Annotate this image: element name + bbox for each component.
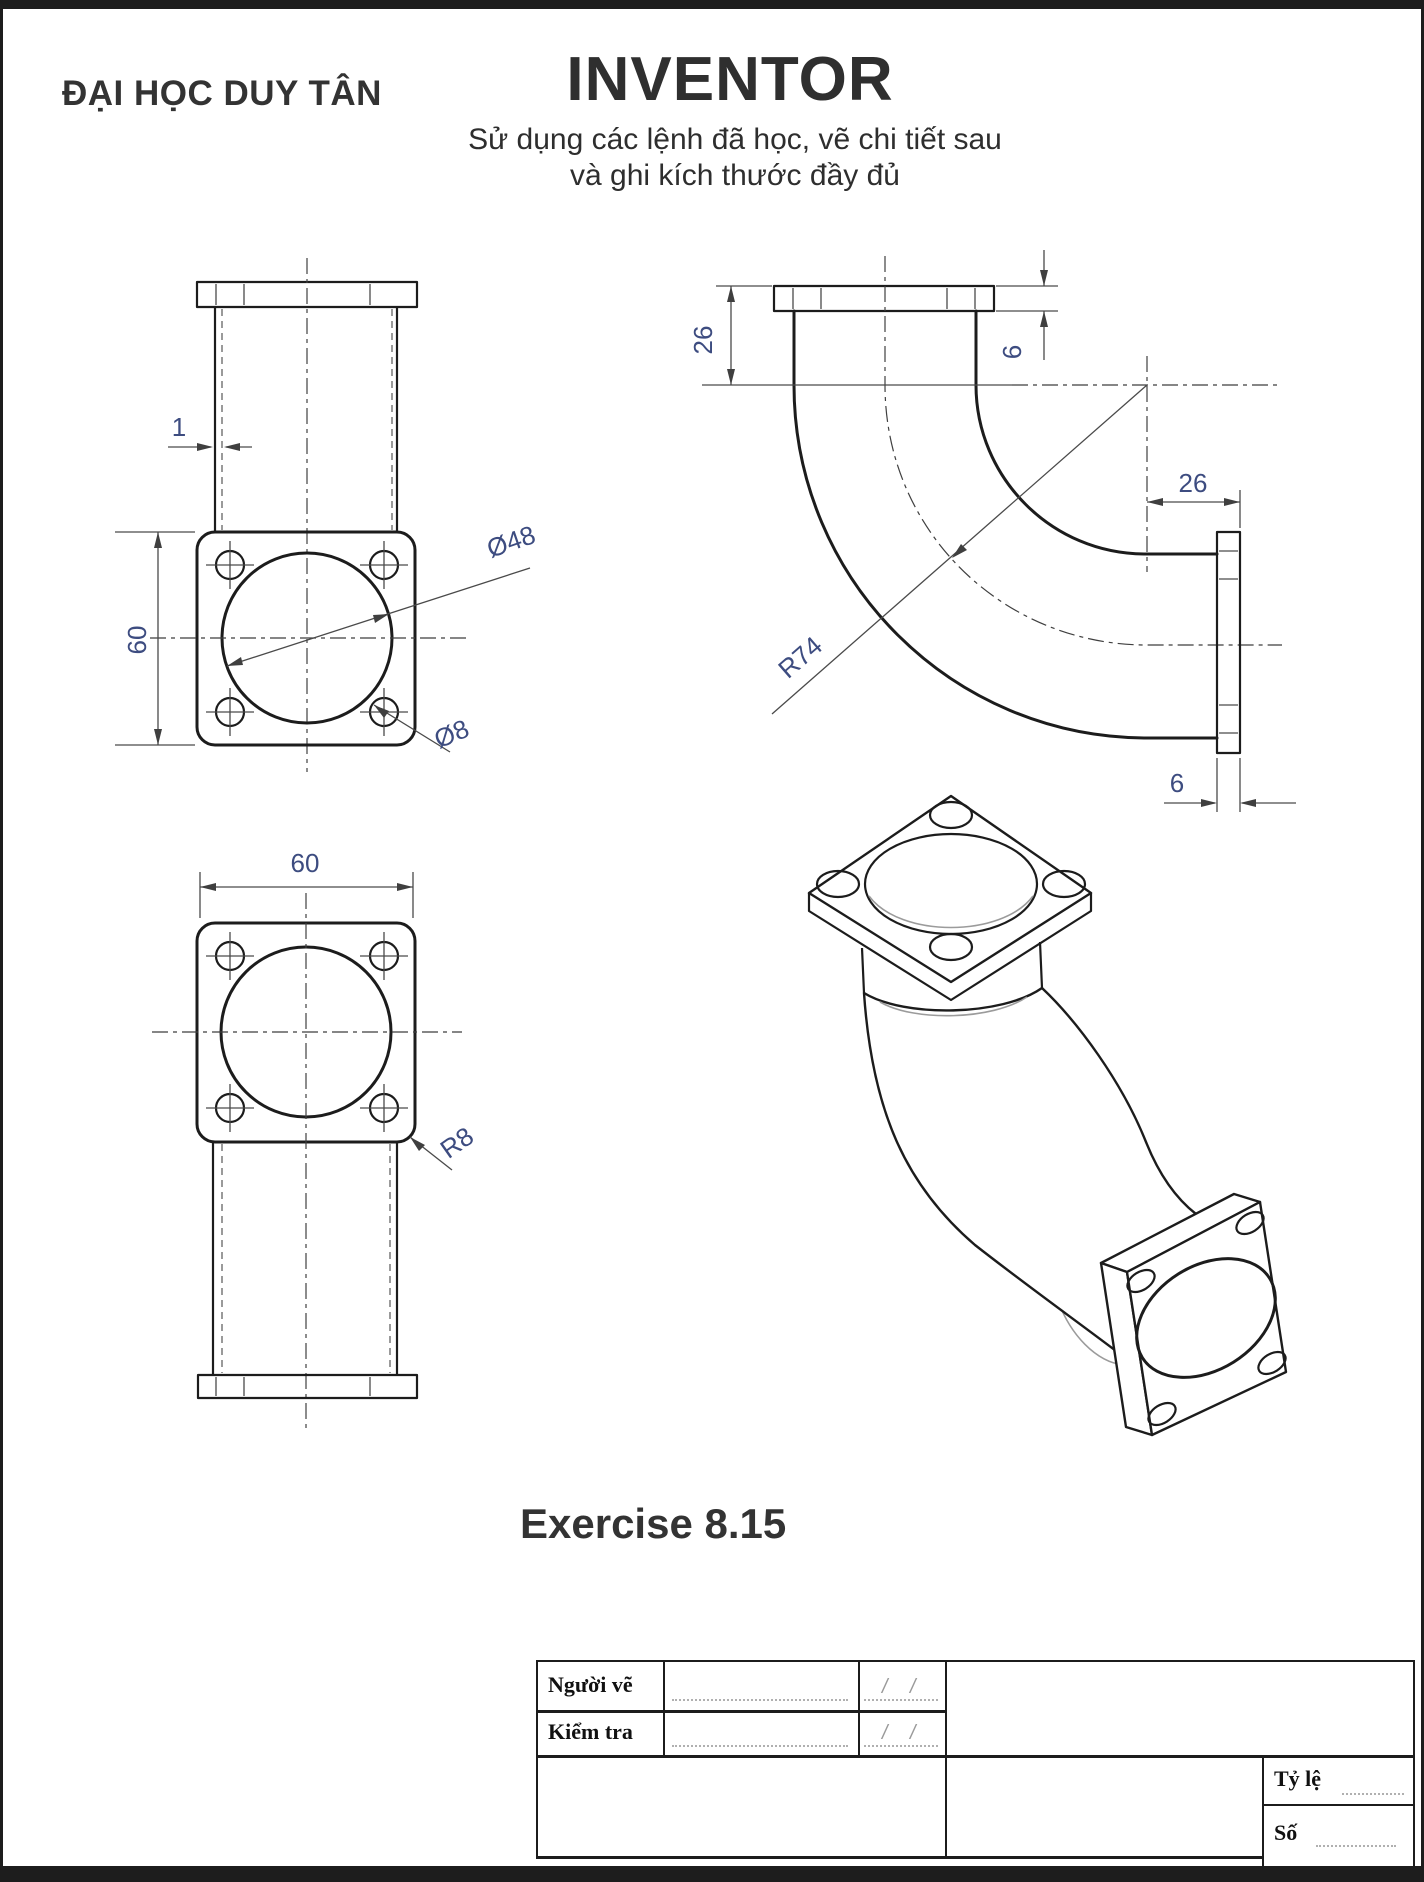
iso-outlet-flange bbox=[1099, 1192, 1288, 1437]
side-outer-arc bbox=[792, 309, 1219, 740]
tb-drawer-date-dotted bbox=[864, 1698, 938, 1701]
plan-dim-size: 60 bbox=[199, 848, 414, 918]
plan-bolt-holes bbox=[206, 932, 408, 1132]
front-dim-bore-text: Ø48 bbox=[483, 519, 539, 563]
front-view: 1 60 Ø48 Ø8 bbox=[115, 258, 539, 772]
iso-inlet-flange bbox=[807, 794, 1093, 1002]
side-right-flange bbox=[1215, 530, 1242, 755]
frame-left-line bbox=[0, 0, 3, 1882]
frame-bottom-bar bbox=[0, 1866, 1424, 1882]
front-dim-size-text: 60 bbox=[122, 626, 152, 655]
side-dim-outlet-flange: 6 bbox=[1164, 758, 1296, 812]
tb-checker-label: Kiểm tra bbox=[548, 1719, 633, 1744]
tb-checker-dotted-line bbox=[672, 1744, 848, 1747]
tb-drawer-dotted-line bbox=[672, 1698, 848, 1701]
side-dim-outlet-flange-text: 6 bbox=[1170, 768, 1184, 798]
frame-right-line bbox=[1421, 0, 1424, 1882]
plan-bottom-flange-ticks bbox=[215, 1377, 371, 1396]
side-dim-outlet: 26 bbox=[1147, 468, 1241, 528]
plan-pipe-bore-hidden bbox=[221, 1144, 391, 1373]
tb-scale-label: Tỷ lệ bbox=[1274, 1766, 1322, 1791]
plan-dim-fillet-text: R8 bbox=[435, 1121, 479, 1165]
side-dim-flange-text: 6 bbox=[997, 345, 1027, 359]
tb-line bbox=[536, 1755, 1415, 1758]
tb-date-slash: / bbox=[882, 1676, 888, 1698]
front-pipe-bore-hidden bbox=[221, 309, 393, 530]
instruction-text: Sử dụng các lệnh đã học, vẽ chi tiết sau… bbox=[310, 122, 1160, 194]
front-dim-size: 60 bbox=[115, 531, 195, 746]
organization-title: ĐẠI HỌC DUY TÂN bbox=[62, 74, 382, 113]
plan-dim-size-text: 60 bbox=[291, 848, 320, 878]
side-dim-flange: 6 bbox=[996, 250, 1058, 360]
side-dim-inlet: 26 bbox=[688, 285, 772, 385]
tb-line bbox=[1262, 1804, 1415, 1806]
tb-date-slash: / bbox=[882, 1722, 888, 1744]
plan-pipe-walls bbox=[211, 1142, 399, 1375]
tb-drawer-label: Người vẽ bbox=[548, 1672, 633, 1697]
iso-neck-sides bbox=[860, 941, 1044, 994]
side-inner-arc bbox=[974, 309, 1219, 556]
front-pipe-walls bbox=[213, 307, 399, 532]
side-view: 26 6 R74 26 bbox=[688, 250, 1296, 812]
side-center-arc bbox=[884, 256, 1282, 646]
side-dim-radius-text: R74 bbox=[772, 630, 828, 684]
tb-date-slash: / bbox=[910, 1676, 916, 1698]
side-top-flange bbox=[772, 284, 996, 313]
instruction-line2: và ghi kích thước đầy đủ bbox=[570, 159, 900, 192]
tb-scale-dotted bbox=[1342, 1792, 1404, 1795]
tb-line bbox=[858, 1660, 860, 1757]
side-right-flange-ticks bbox=[1219, 550, 1238, 734]
tb-line bbox=[1262, 1755, 1264, 1868]
tb-line bbox=[536, 1660, 538, 1858]
page-title: INVENTOR bbox=[566, 45, 894, 114]
side-dim-radius: R74 bbox=[771, 384, 1148, 715]
tb-checker-date-dotted bbox=[864, 1744, 938, 1747]
iso-neck-inner-arc bbox=[879, 996, 1028, 1017]
frame-top-bar bbox=[0, 0, 1424, 9]
side-top-flange-ticks bbox=[792, 288, 976, 309]
tb-line bbox=[1413, 1660, 1415, 1868]
tb-number-dotted bbox=[1316, 1844, 1396, 1847]
front-dim-bore: Ø48 bbox=[226, 519, 539, 667]
front-dim-hole-text: Ø8 bbox=[430, 713, 474, 754]
tb-line bbox=[663, 1660, 665, 1757]
front-square-flange bbox=[195, 530, 417, 747]
exercise-label: Exercise 8.15 bbox=[520, 1500, 787, 1547]
tb-date-slash: / bbox=[910, 1722, 916, 1744]
tb-line bbox=[945, 1660, 947, 1858]
front-top-flange-ticks bbox=[215, 284, 371, 305]
side-dim-inlet-text: 26 bbox=[688, 326, 718, 355]
iso-view bbox=[807, 794, 1288, 1437]
plan-dim-fillet: R8 bbox=[409, 1121, 479, 1171]
tb-line bbox=[536, 1710, 945, 1713]
front-dim-wall: 1 bbox=[168, 412, 252, 451]
instruction-line1: Sử dụng các lệnh đã học, vẽ chi tiết sau bbox=[468, 123, 1002, 156]
tb-number-label: Số bbox=[1274, 1820, 1298, 1845]
side-dim-outlet-text: 26 bbox=[1179, 468, 1208, 498]
plan-view: 60 R8 bbox=[152, 848, 479, 1428]
tb-line bbox=[536, 1660, 1415, 1662]
front-dim-wall-text: 1 bbox=[172, 412, 186, 442]
plan-bottom-flange bbox=[196, 1373, 419, 1400]
tb-line bbox=[536, 1856, 1264, 1859]
